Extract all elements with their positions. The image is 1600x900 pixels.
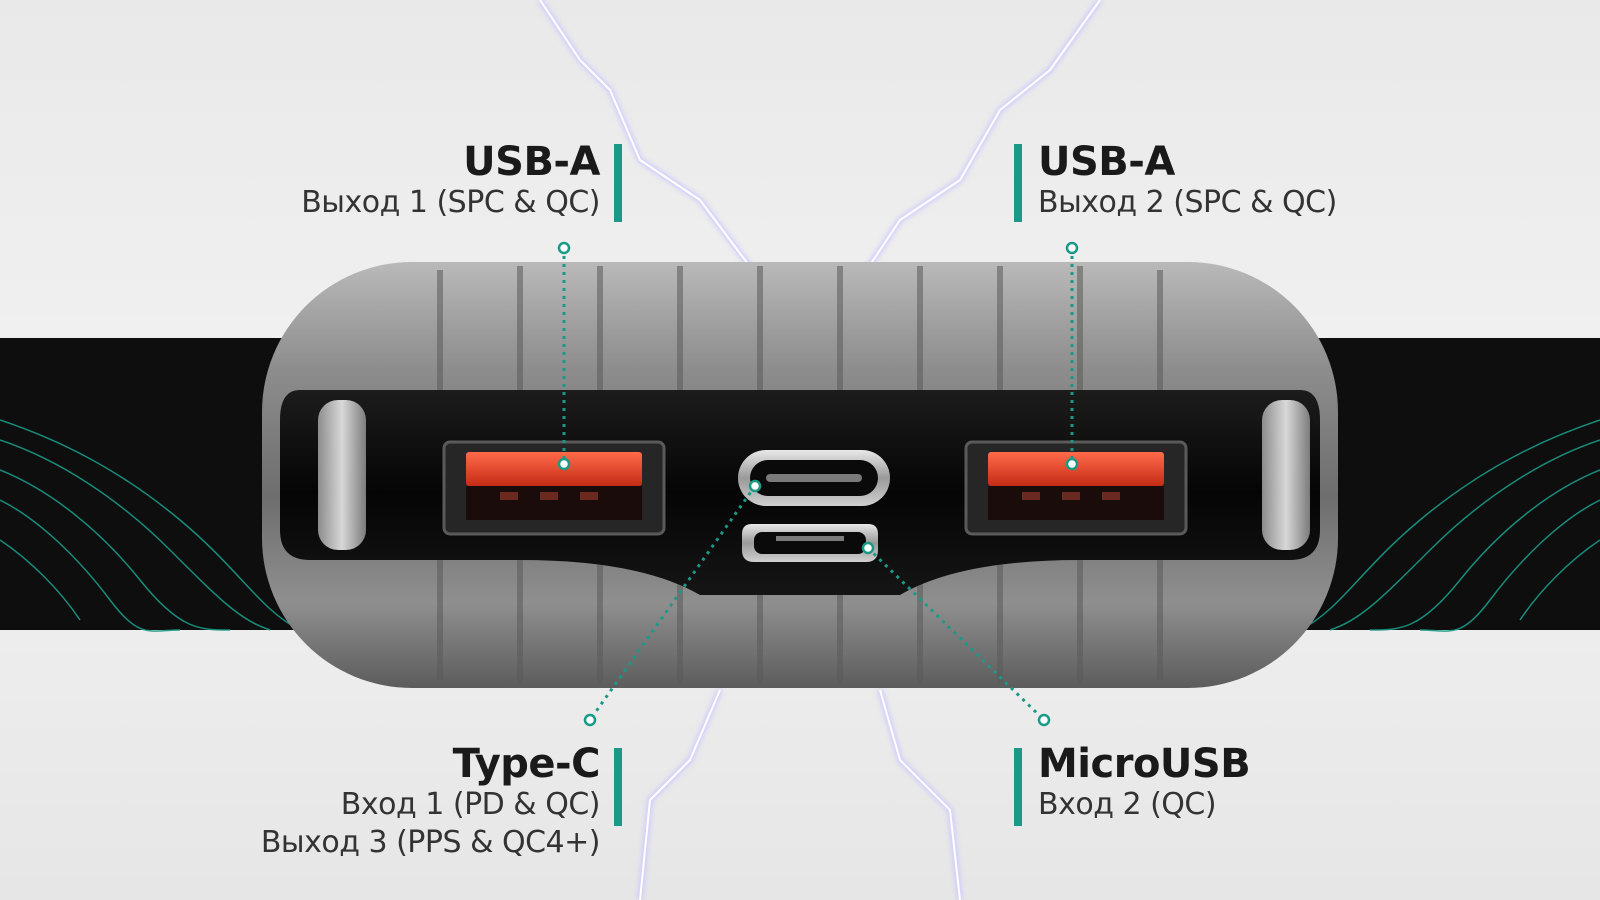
label-usb-a-2-line: Выход 2 (SPC & QC)	[1038, 185, 1337, 220]
accent-bar-usb-a-1	[614, 144, 622, 222]
label-type-c: Type-C Вход 1 (PD & QC) Выход 3 (PPS & Q…	[260, 741, 601, 862]
label-usb-a-1-title: USB-A	[463, 139, 600, 185]
micro-usb-port	[742, 524, 878, 562]
label-type-c-line-2: Выход 3 (PPS & QC4+)	[260, 825, 601, 860]
usb-a-port-2	[964, 440, 1188, 536]
label-type-c-title: Type-C	[452, 741, 601, 787]
label-micro-usb-title: MicroUSB	[1038, 741, 1251, 787]
side-light-left	[318, 400, 366, 550]
accent-bar-usb-a-2	[1014, 144, 1022, 222]
teal-wave-pattern	[0, 419, 1600, 632]
callout-dots	[557, 241, 1079, 727]
usb-a-port-1	[442, 440, 666, 536]
label-usb-a-2: USB-A Выход 2 (SPC & QC)	[1038, 140, 1337, 222]
label-micro-usb: MicroUSB Вход 2 (QC)	[1038, 741, 1251, 824]
label-micro-usb-line: Вход 2 (QC)	[1038, 787, 1217, 822]
label-usb-a-2-title: USB-A	[1038, 139, 1175, 185]
label-type-c-line-1: Вход 1 (PD & QC)	[340, 787, 601, 822]
accent-bar-type-c	[614, 748, 622, 826]
side-light-right	[1262, 400, 1310, 550]
callout-lines	[562, 248, 1074, 722]
label-usb-a-1: USB-A Выход 1 (SPC & QC)	[301, 140, 600, 222]
lightning-bolts	[537, 0, 1103, 900]
type-c-port	[738, 450, 890, 506]
power-bank	[262, 262, 1338, 688]
accent-bar-micro-usb	[1014, 748, 1022, 826]
label-usb-a-1-line: Выход 1 (SPC & QC)	[301, 185, 600, 220]
